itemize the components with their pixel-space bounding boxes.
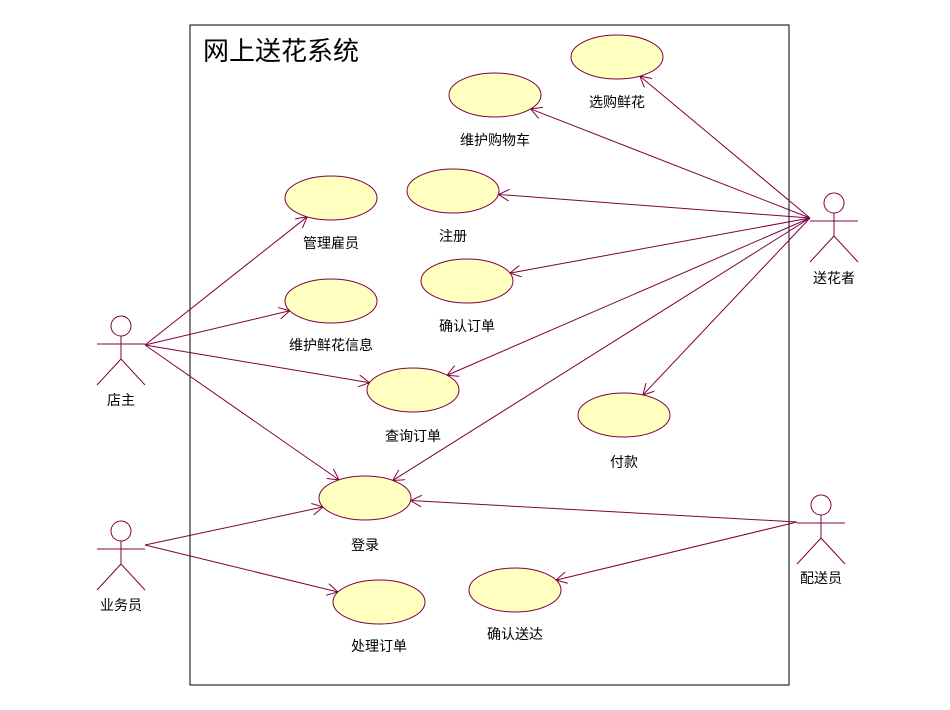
- use-case-ellipse: [468, 567, 562, 613]
- association-sender-to-confirm-order: [510, 217, 811, 273]
- use-case-ellipse: [284, 175, 378, 221]
- actor-clerk: 业务员: [96, 520, 146, 614]
- association-sender-to-maintain-cart: [531, 109, 811, 219]
- actor-courier: 配送员: [796, 494, 846, 587]
- use-case-label: 维护鲜花信息: [289, 337, 373, 354]
- use-case-login: 登录: [318, 475, 412, 554]
- stick-figure-icon: [96, 520, 146, 591]
- use-case-ellipse: [577, 392, 671, 438]
- association-layer: [144, 76, 811, 592]
- use-case-confirm-delivery: 确认送达: [468, 567, 562, 643]
- use-case-manage-staff: 管理雇员: [284, 175, 378, 252]
- use-case-ellipse: [406, 168, 500, 214]
- association-sender-to-login: [393, 217, 811, 480]
- use-case-maintain-cart: 维护购物车: [448, 72, 542, 149]
- association-courier-to-confirm-delivery: [556, 521, 798, 580]
- use-case-register: 注册: [406, 168, 500, 245]
- use-case-process-order: 处理订单: [332, 579, 426, 655]
- association-shopkeeper-to-query-order: [144, 344, 370, 383]
- use-case-maintain-flower-info: 维护鲜花信息: [284, 278, 378, 354]
- association-shopkeeper-to-login: [144, 344, 339, 480]
- use-case-label: 管理雇员: [303, 235, 359, 252]
- association-sender-to-register: [498, 194, 811, 219]
- actor-sender: 送花者: [809, 192, 859, 287]
- association-sender-to-query-order: [447, 217, 811, 375]
- system-title: 网上送花系统: [203, 37, 359, 67]
- use-case-ellipse: [448, 72, 542, 118]
- use-case-label: 处理订单: [351, 639, 407, 655]
- stick-figure-icon: [809, 192, 859, 263]
- association-sender-to-payment: [643, 217, 811, 395]
- actor-label: 送花者: [813, 271, 855, 287]
- use-case-label: 选购鲜花: [589, 95, 645, 111]
- use-case-ellipse: [332, 579, 426, 625]
- use-case-label: 确认送达: [487, 627, 543, 643]
- use-case-ellipse: [318, 475, 412, 521]
- use-case-query-order: 查询订单: [366, 367, 460, 445]
- use-case-ellipse: [570, 34, 664, 80]
- association-shopkeeper-to-manage-staff: [144, 217, 307, 346]
- use-case-label: 维护购物车: [460, 132, 530, 149]
- use-case-ellipse: [366, 367, 460, 413]
- use-case-ellipse: [284, 278, 378, 324]
- use-case-label: 确认订单: [439, 319, 495, 335]
- actor-label: 配送员: [800, 571, 842, 587]
- actor-shopkeeper: 店主: [96, 315, 146, 409]
- association-sender-to-select-flowers: [640, 76, 811, 219]
- actor-label: 业务员: [100, 598, 142, 614]
- use-case-confirm-order: 确认订单: [420, 258, 514, 335]
- actor-label: 店主: [107, 393, 135, 409]
- stick-figure-icon: [96, 315, 146, 386]
- association-clerk-to-login: [144, 507, 323, 546]
- association-clerk-to-process-order: [144, 544, 338, 592]
- association-courier-to-login: [411, 501, 798, 523]
- use-case-label: 付款: [610, 455, 638, 471]
- association-shopkeeper-to-maintain-flower-info: [144, 311, 290, 346]
- use-case-label: 登录: [351, 538, 379, 554]
- use-case-payment: 付款: [577, 392, 671, 471]
- stick-figure-icon: [796, 494, 846, 565]
- use-case-ellipse: [420, 258, 514, 304]
- use-case-label: 查询订单: [385, 429, 441, 445]
- use-case-label: 注册: [439, 229, 467, 245]
- use-case-select-flowers: 选购鲜花: [570, 34, 664, 111]
